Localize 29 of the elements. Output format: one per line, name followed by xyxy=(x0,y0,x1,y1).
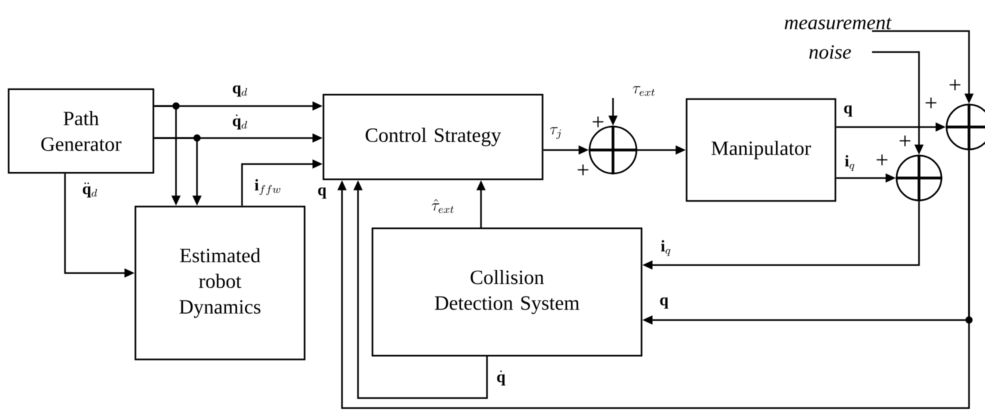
summing-junction xyxy=(944,102,985,152)
sign-label: + xyxy=(926,98,936,108)
edge-label: $\mathbf{q}_d$ xyxy=(230,84,250,98)
edge-label: $\mathbf{i}_q$ xyxy=(843,154,857,172)
edge-label: $\tau_{ext}$ xyxy=(630,84,658,98)
sign-label: + xyxy=(876,154,888,166)
edge-label: $\dot{\mathbf{q}}_d$ xyxy=(230,113,250,131)
sign-label: + xyxy=(578,164,588,176)
edge-label: $\dot{\mathbf{q}}$ xyxy=(495,369,507,387)
arrow xyxy=(337,150,970,409)
edge-label: $\mathbf{i}_q$ xyxy=(659,238,673,258)
edge-label: $\mathbf{q}$ xyxy=(658,296,670,310)
edge-label: $\tau_j$ xyxy=(548,126,564,140)
sign-label: + xyxy=(900,136,910,146)
block-box: Estimated robot Dynamics xyxy=(134,206,306,360)
edge-label: $\hat{\tau}_{ext}$ xyxy=(430,198,456,214)
input-label: measurement xyxy=(784,18,892,30)
block-box: Manipulator xyxy=(686,98,836,202)
summing-junction xyxy=(894,153,944,203)
block-box: Control Strategy xyxy=(322,94,544,180)
edge-label: $\ddot{\mathbf{q}}_d$ xyxy=(80,181,100,199)
edge-label: $\mathbf{i}_{ffw}$ xyxy=(253,178,283,196)
sign-label: + xyxy=(950,80,960,90)
edge-label: $\mathbf{q}$ xyxy=(842,104,854,118)
block-box: Path Generator xyxy=(8,88,154,174)
block-box: Collision Detection System xyxy=(372,228,642,356)
input-label: noise xyxy=(809,45,851,59)
edge-label: $\mathbf{q}$ xyxy=(316,186,328,200)
sign-label: + xyxy=(592,116,604,128)
